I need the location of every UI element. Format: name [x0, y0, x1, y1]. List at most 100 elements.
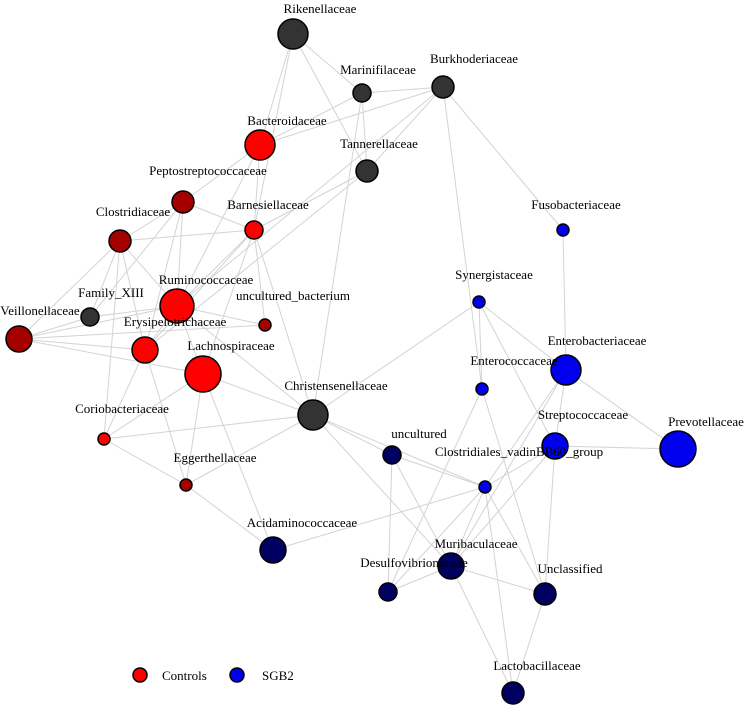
edge-barnesiellaceae-erysipelotrichaceae [144, 229, 255, 351]
edge-clostridiales-vadin-lactobacillaceae [484, 486, 514, 694]
node-enterococcaceae [475, 382, 489, 396]
edge-burkhoderiaceae-enterococcaceae [442, 86, 483, 390]
edge-coriobacteriaceae-eggerthellaceae [103, 438, 187, 486]
edge-eggerthellaceae-acidaminococcaceae [185, 484, 274, 551]
edge-marinifilaceae-christensenellaceae [312, 92, 363, 416]
node-lachnospiraceae [184, 355, 222, 393]
label-fusobacteriaceae: Fusobacteriaceae [531, 197, 621, 212]
legend-sgb2-label: SGB2 [262, 668, 294, 683]
label-uncultured: uncultured [391, 426, 447, 441]
label-family-xiii: Family_XIII [78, 285, 144, 300]
edge-muribaculaceae-lactobacillaceae [450, 565, 514, 694]
nodes-layer [5, 18, 697, 705]
edge-peptostreptococcaceae-erysipelotrichaceae [144, 201, 184, 351]
label-clostridiales-vadin: Clostridiales_vadinBB60_group [435, 444, 603, 459]
edge-marinifilaceae-bacteroidaceae [259, 92, 363, 146]
edge-enterococcaceae-unclassified [481, 388, 546, 595]
node-barnesiellaceae [244, 220, 264, 240]
edge-peptostreptococcaceae-clostridiaceae [119, 201, 184, 242]
legend: Controls SGB2 [132, 667, 294, 683]
node-family-xiii [80, 307, 100, 327]
node-enterobacteriaceae [550, 354, 582, 386]
edge-clostridiales-vadin-muribaculaceae [450, 486, 486, 567]
edge-rikenellaceae-barnesiellaceae [253, 33, 294, 231]
edge-rikenellaceae-bacteroidaceae [259, 33, 294, 146]
label-marinifilaceae: Marinifilaceae [340, 62, 416, 77]
edge-burkhoderiaceae-bacteroidaceae [259, 86, 444, 146]
node-lactobacillaceae [501, 681, 525, 705]
label-muribaculaceae: Muribaculaceae [434, 536, 517, 551]
edge-uncultured-muribaculaceae [391, 454, 452, 567]
edge-streptococcaceae-muribaculaceae [450, 445, 556, 567]
label-streptococcaceae: Streptococcaceae [538, 407, 628, 422]
edge-acidaminococcaceae-clostridiales-vadin [272, 486, 486, 551]
edge-christensenellaceae-synergistaceae [312, 301, 480, 416]
label-tannerellaceae: Tannerellaceae [340, 136, 418, 151]
node-uncultured [382, 445, 402, 465]
node-synergistaceae [472, 295, 486, 309]
edge-uncultured-clostridiales-vadin [391, 454, 486, 488]
label-clostridiaceae: Clostridiaceae [96, 204, 171, 219]
edge-veillonellaceae-uncultured-bacterium [18, 324, 266, 340]
legend-controls-label: Controls [162, 668, 207, 683]
edge-veillonellaceae-lachnospiraceae [18, 338, 204, 375]
edge-peptostreptococcaceae-barnesiellaceae [182, 201, 255, 231]
node-clostridiaceae [108, 229, 132, 253]
edge-veillonellaceae-erysipelotrichaceae [18, 338, 146, 351]
node-peptostreptococcaceae [171, 190, 195, 214]
edge-coriobacteriaceae-christensenellaceae [103, 414, 314, 440]
label-acidaminococcaceae: Acidaminococcaceae [247, 515, 358, 530]
label-eggerthellaceae: Eggerthellaceae [174, 450, 257, 465]
edge-uncultured-desulfovibrionaceae [387, 454, 393, 593]
edge-synergistaceae-enterobacteriaceae [478, 301, 567, 371]
edge-synergistaceae-enterococcaceae [478, 301, 483, 390]
edge-lachnospiraceae-christensenellaceae [202, 373, 314, 416]
node-veillonellaceae [5, 325, 33, 353]
label-synergistaceae: Synergistaceae [455, 267, 533, 282]
edge-fusobacteriaceae-enterobacteriaceae [562, 229, 567, 371]
node-burkhoderiaceae [431, 75, 455, 99]
label-peptostreptococcaceae: Peptostreptococcaceae [149, 163, 267, 178]
edge-muribaculaceae-unclassified [450, 565, 546, 595]
label-enterococcaceae: Enterococcaceae [470, 353, 558, 368]
label-unclassified: Unclassified [538, 561, 603, 576]
edge-rikenellaceae-tannerellaceae [292, 33, 368, 172]
edge-barnesiellaceae-christensenellaceae [253, 229, 314, 416]
node-desulfovibrionaceae [378, 582, 398, 602]
edge-unclassified-lactobacillaceae [512, 593, 546, 694]
node-tannerellaceae [355, 159, 379, 183]
edge-marinifilaceae-burkhoderiaceae [361, 86, 444, 94]
edge-christensenellaceae-eggerthellaceae [185, 414, 314, 486]
edge-bacteroidaceae-peptostreptococcaceae [182, 144, 261, 203]
node-christensenellaceae [297, 399, 329, 431]
edge-lachnospiraceae-acidaminococcaceae [202, 373, 274, 551]
edge-clostridiaceae-veillonellaceae [18, 240, 121, 340]
edge-streptococcaceae-prevotellaceae [554, 445, 679, 450]
edge-bacteroidaceae-ruminococcaceae [176, 144, 261, 307]
edge-ruminococcaceae-christensenellaceae [176, 305, 314, 416]
node-marinifilaceae [352, 83, 372, 103]
label-uncultured-bacterium: uncultured_bacterium [236, 288, 350, 303]
edge-clostridiales-vadin-desulfovibrionaceae [387, 486, 486, 593]
label-ruminococcaceae: Ruminococcaceae [159, 272, 254, 287]
label-coriobacteriaceae: Coriobacteriaceae [75, 401, 169, 416]
label-barnesiellaceae: Barnesiellaceae [227, 197, 309, 212]
label-rikenellaceae: Rikenellaceae [284, 1, 357, 16]
label-lactobacillaceae: Lactobacillaceae [493, 658, 581, 673]
edge-burkhoderiaceae-tannerellaceae [366, 86, 444, 172]
node-coriobacteriaceae [97, 432, 111, 446]
edge-enterobacteriaceae-clostridiales-vadin [484, 369, 567, 488]
label-enterobacteriaceae: Enterobacteriaceae [548, 333, 647, 348]
edge-clostridiaceae-family-xiii [89, 240, 121, 318]
node-prevotellaceae [659, 430, 697, 468]
edge-christensenellaceae-muribaculaceae [312, 414, 452, 567]
edge-burkhoderiaceae-fusobacteriaceae [442, 86, 564, 231]
label-burkhoderiaceae: Burkhoderiaceae [430, 51, 518, 66]
edge-erysipelotrichaceae-coriobacteriaceae [103, 349, 146, 440]
label-prevotellaceae: Prevotellaceae [668, 414, 744, 429]
edge-synergistaceae-streptococcaceae [478, 301, 556, 447]
node-eggerthellaceae [179, 478, 193, 492]
node-fusobacteriaceae [556, 223, 570, 237]
node-acidaminococcaceae [259, 536, 287, 564]
